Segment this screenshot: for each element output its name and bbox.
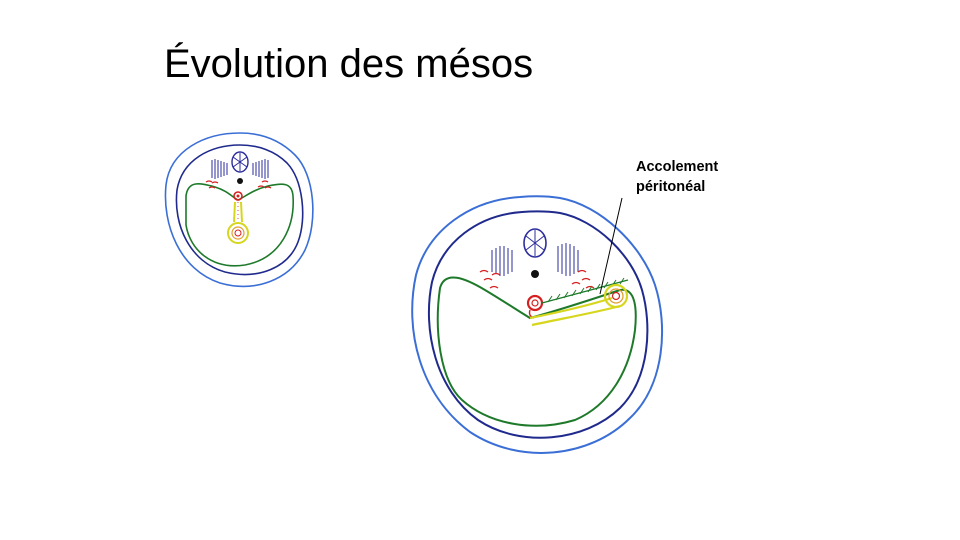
early-intestine-inner <box>231 226 245 240</box>
late-colon-inner <box>608 288 624 304</box>
early-aorta-icon <box>233 191 243 201</box>
late-aorta-lumen <box>531 299 539 307</box>
early-cord-dot <box>237 178 243 184</box>
late-inner-contour <box>427 210 649 439</box>
late-aorta-icon <box>526 294 544 312</box>
late-colon-lumen <box>611 291 621 301</box>
early-vertebra-icon <box>231 151 249 173</box>
early-mesentery <box>233 201 243 223</box>
late-outer-contour <box>411 195 663 454</box>
figure-late-stage <box>411 195 663 454</box>
annotation-peritoneal-fusion: Accolement péritonéal <box>636 157 718 197</box>
early-muscle-left <box>211 159 228 179</box>
late-vertebra-lines <box>525 230 545 256</box>
early-intestine-lumen <box>234 229 242 237</box>
late-cord-dot <box>531 270 539 278</box>
early-inner-contour <box>175 144 304 276</box>
figure-early-stage <box>164 132 314 288</box>
annotation-pointer <box>599 197 623 295</box>
early-muscle-right <box>252 159 269 179</box>
early-outer-contour <box>164 132 314 288</box>
slide-title: Évolution des mésos <box>164 42 534 86</box>
late-muscle-right <box>557 243 579 276</box>
late-vertebra-icon <box>523 228 547 258</box>
late-kidneys <box>479 269 595 289</box>
early-peritoneum <box>185 183 294 267</box>
early-intestine-icon <box>227 222 249 244</box>
early-kidneys <box>205 180 272 189</box>
late-fusion-line <box>541 279 629 304</box>
annotation-line-1: Accolement <box>636 159 719 175</box>
early-aorta-lumen <box>236 194 240 198</box>
late-colon-icon <box>603 283 629 309</box>
early-vertebra-lines <box>232 153 248 171</box>
late-muscle-left <box>491 246 513 276</box>
annotation-line-2: péritonéal <box>636 179 706 195</box>
late-peritoneum <box>436 276 637 427</box>
